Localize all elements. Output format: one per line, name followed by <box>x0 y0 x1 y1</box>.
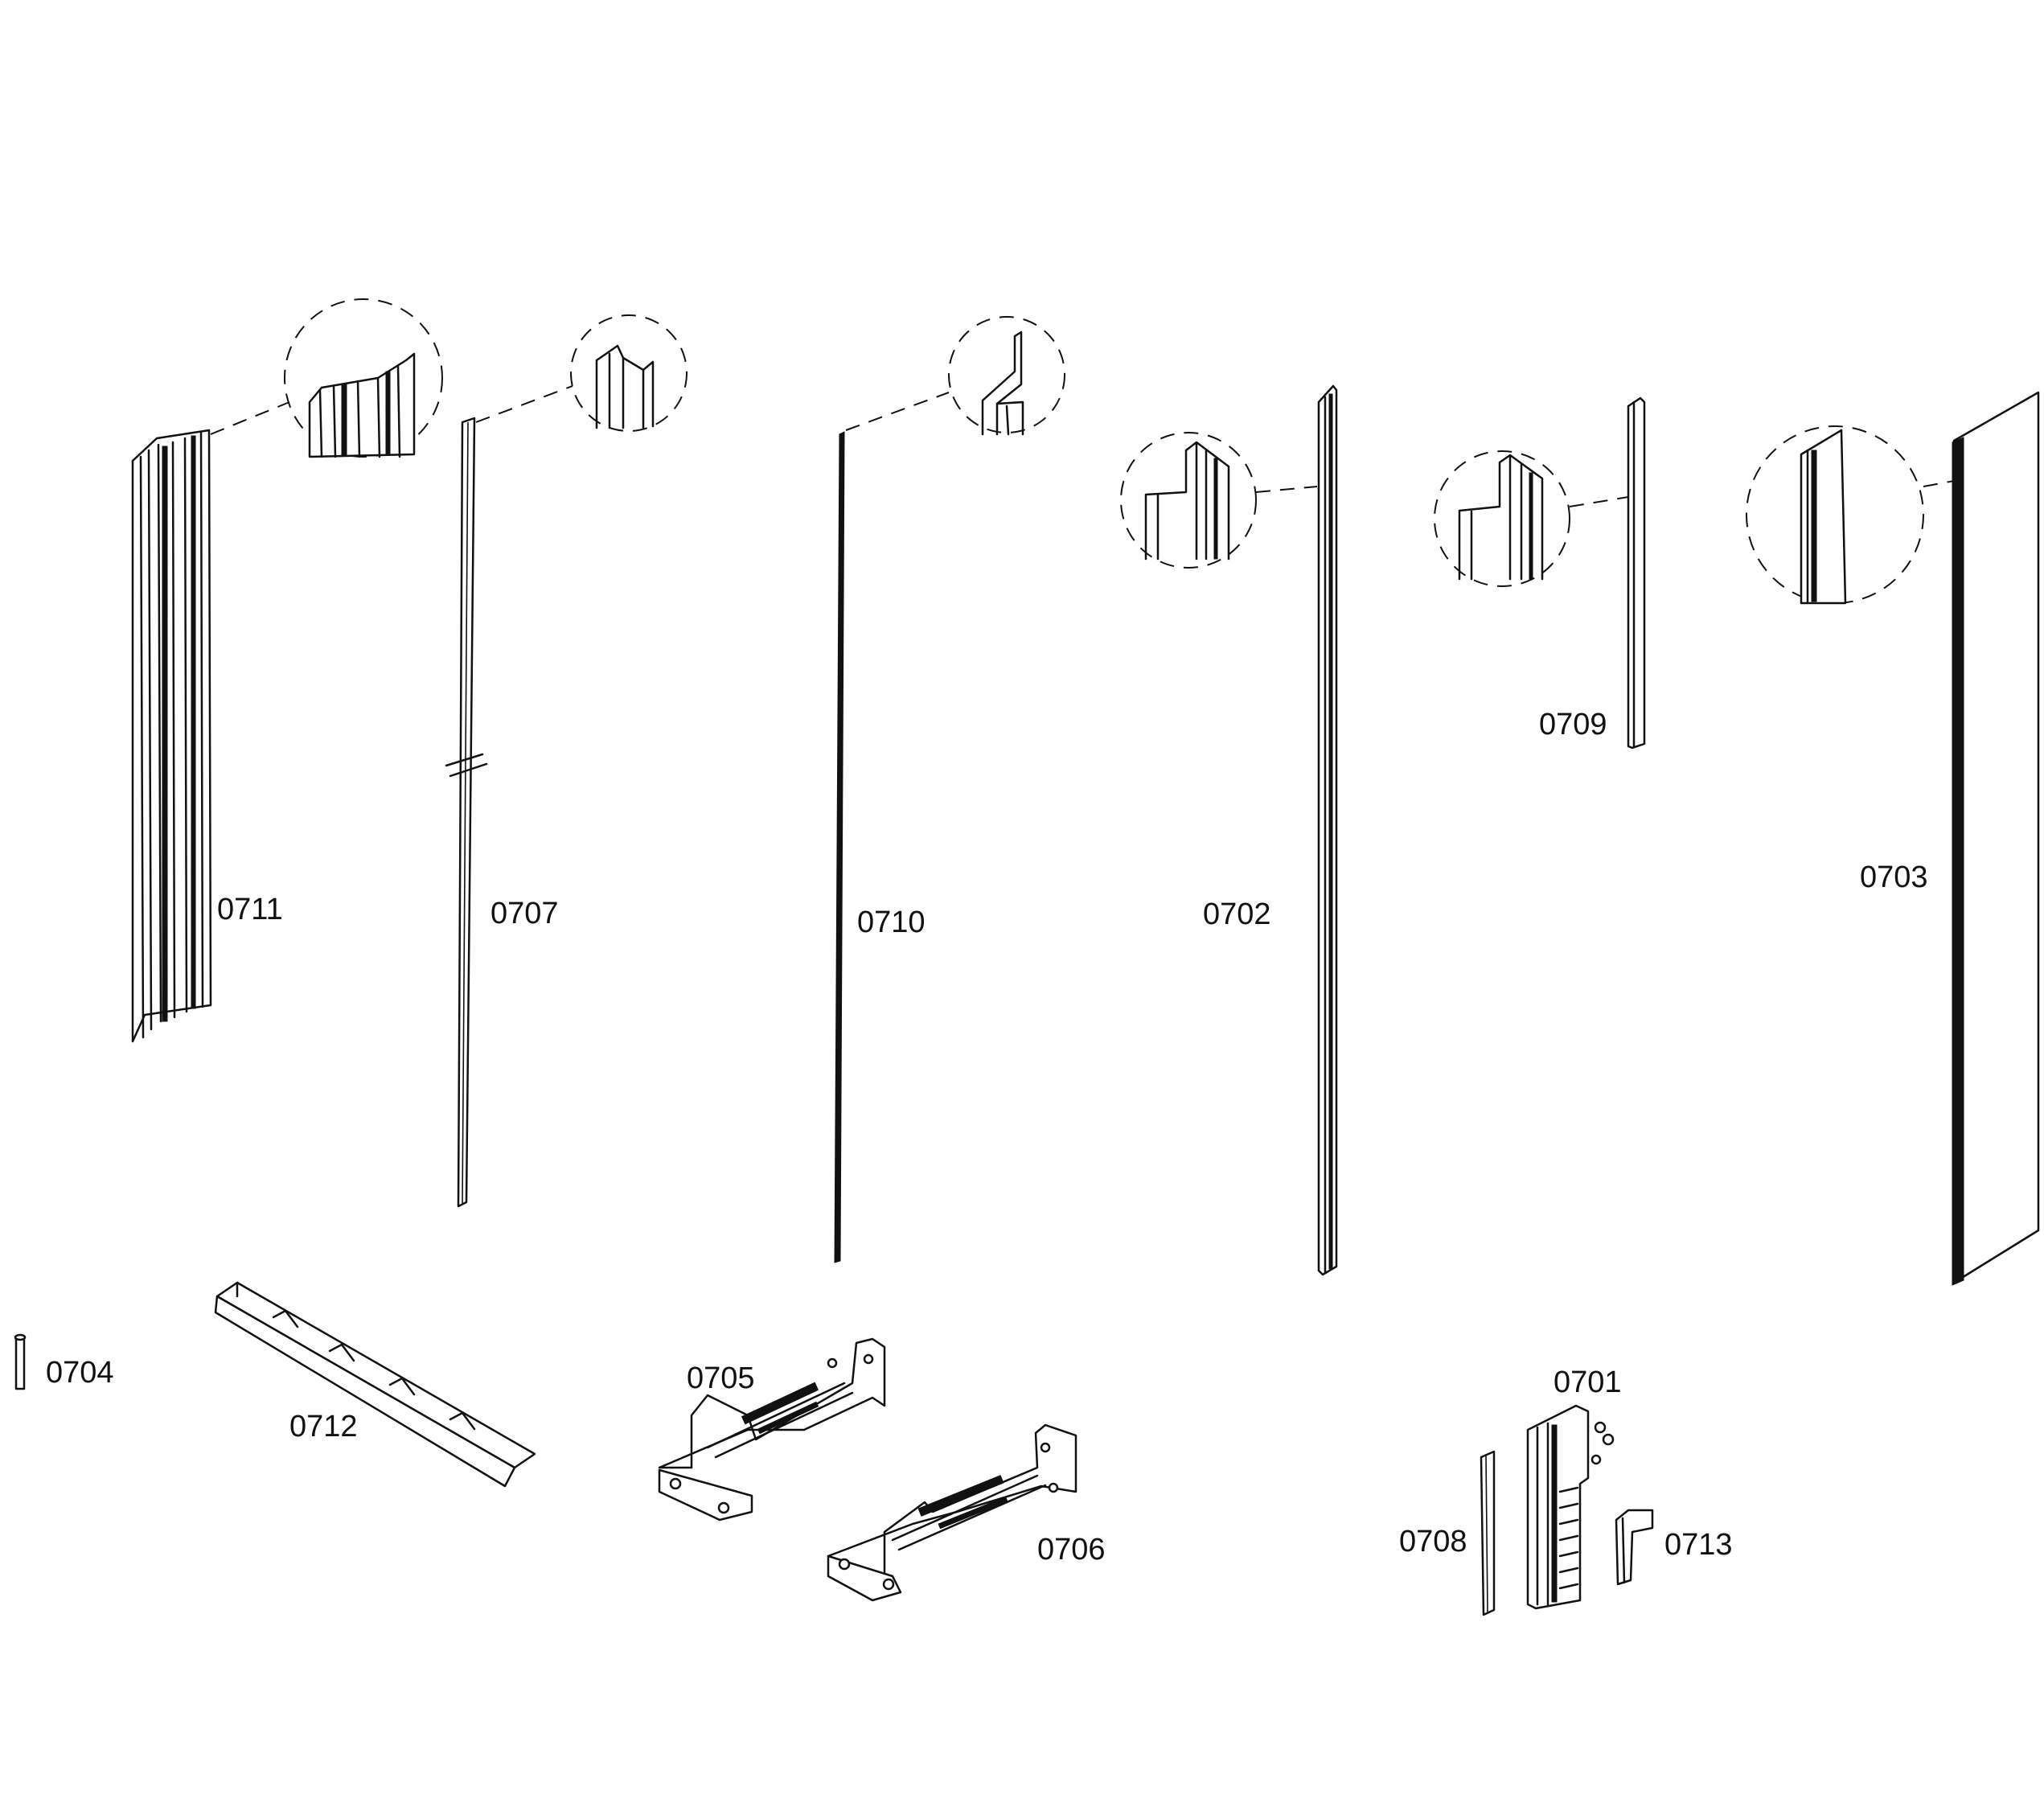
label-0705: 0705 <box>687 1361 755 1395</box>
part-0711-profile <box>131 429 212 1043</box>
detail-callout-0707 <box>475 314 687 432</box>
part-0712-rail <box>214 1281 536 1488</box>
label-0710: 0710 <box>857 906 926 939</box>
detail-callout-0711 <box>210 298 443 458</box>
label-0712: 0712 <box>289 1410 358 1443</box>
detail-callout-0702 <box>1120 432 1318 569</box>
label-0703: 0703 <box>1860 860 1928 894</box>
part-0707-strip <box>445 417 488 1208</box>
part-0701-hinge <box>1526 1404 1615 1610</box>
part-0713-clip <box>1615 1509 1654 1586</box>
detail-callout-0703 <box>1746 425 1955 605</box>
part-0704-pin <box>14 1333 27 1390</box>
label-0709: 0709 <box>1539 708 1607 741</box>
label-0701: 0701 <box>1554 1365 1622 1399</box>
part-0710-rod <box>834 431 845 1263</box>
label-0708: 0708 <box>1399 1525 1467 1558</box>
label-0702: 0702 <box>1203 897 1271 931</box>
detail-callout-0710 <box>845 316 1065 436</box>
label-0706: 0706 <box>1037 1533 1106 1567</box>
detail-callout-0709 <box>1434 450 1629 587</box>
part-0708-strip <box>1480 1450 1496 1616</box>
part-0705-bracket <box>658 1337 886 1521</box>
part-0709-channel <box>1627 396 1646 749</box>
label-0711: 0711 <box>217 893 283 926</box>
label-0713: 0713 <box>1664 1528 1733 1562</box>
label-0704: 0704 <box>46 1356 114 1390</box>
part-0706-bracket <box>827 1423 1077 1602</box>
label-0707: 0707 <box>490 897 559 930</box>
part-0703-panel <box>1952 391 2040 1286</box>
part-0702-channel <box>1317 384 1338 1276</box>
